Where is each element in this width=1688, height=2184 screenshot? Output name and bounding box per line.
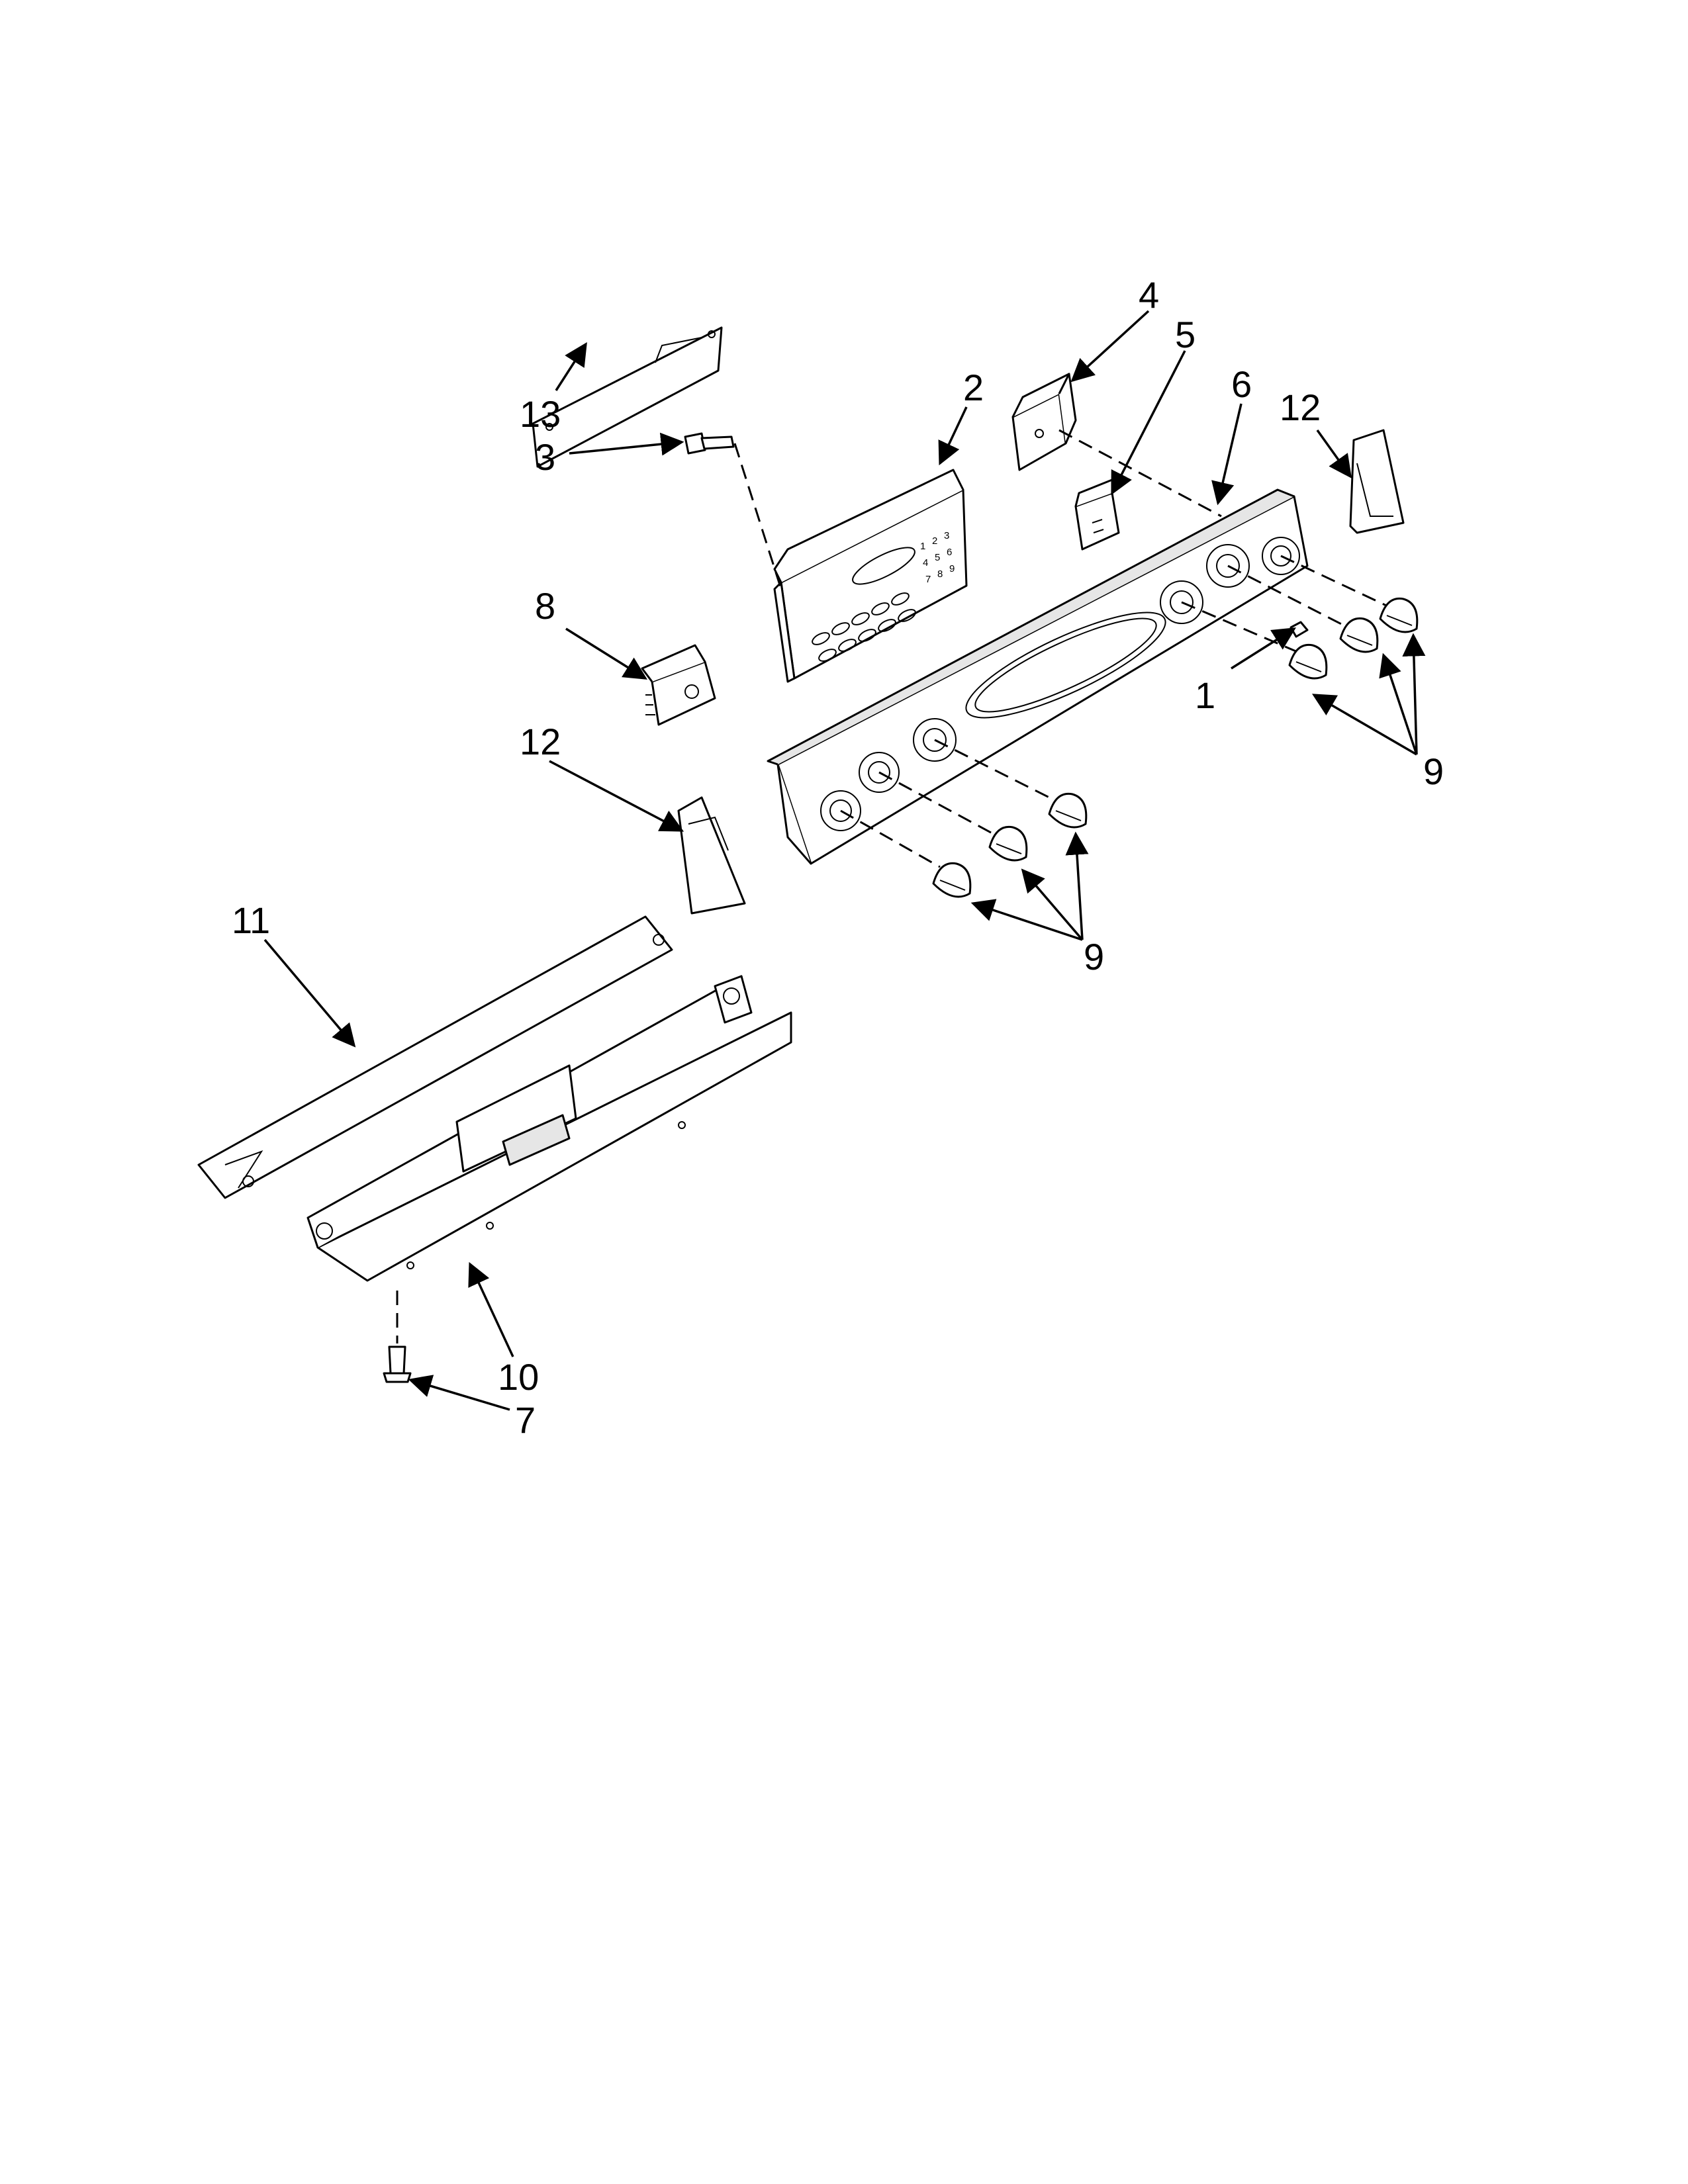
- callout-10: 10: [498, 1356, 539, 1398]
- knob: [1048, 792, 1088, 829]
- callout-6: 6: [1231, 363, 1252, 405]
- callout-8: 8: [535, 585, 555, 627]
- part-12-end-cap-right: [1349, 429, 1405, 534]
- digit: 7: [925, 574, 931, 585]
- part-12-end-cap-left: [677, 796, 746, 915]
- digit: 9: [949, 563, 955, 574]
- part-4-infinite-switch: [1011, 373, 1222, 518]
- callout-9-right: 9: [1423, 751, 1444, 792]
- part-3-screw: [684, 432, 782, 590]
- digit: 5: [935, 552, 940, 563]
- callout-3: 3: [535, 436, 555, 478]
- leader-lines: [263, 310, 1426, 1411]
- callout-5: 5: [1175, 314, 1196, 355]
- digit: 6: [947, 547, 952, 558]
- digit: 8: [937, 569, 943, 580]
- digit: 3: [944, 530, 949, 541]
- knob: [1288, 643, 1328, 680]
- digit: 4: [923, 557, 928, 569]
- part-8-relay: [641, 644, 716, 726]
- part-13-bracket: [532, 326, 723, 468]
- keypad-digits: 1 2 3 4 5 6 7 8 9: [920, 530, 955, 585]
- part-10-lower-bracket: [306, 975, 792, 1282]
- digit: 2: [932, 535, 937, 547]
- callout-12-left: 12: [520, 721, 561, 762]
- callout-11: 11: [232, 899, 270, 941]
- part-11-rail: [197, 915, 673, 1199]
- callout-2: 2: [963, 367, 984, 408]
- panel-dials: [820, 537, 1300, 831]
- part-7-screw: [383, 1291, 412, 1383]
- callout-7: 7: [515, 1399, 536, 1441]
- callout-labels: 13 3 8 2 4 5 6 12 12 1 9 9 11 10 7: [232, 274, 1444, 1441]
- knob: [932, 862, 972, 898]
- part-9-knobs: [932, 597, 1419, 898]
- keypad-buttons: [812, 592, 916, 662]
- part-2-control-board: 1 2 3 4 5 6 7 8 9: [773, 469, 968, 683]
- part-5-terminal-block: [1074, 478, 1120, 551]
- digit: 1: [920, 541, 925, 552]
- part-6-control-panel: [767, 488, 1394, 868]
- callout-4: 4: [1139, 274, 1159, 316]
- knob: [1379, 597, 1419, 633]
- callout-9-left: 9: [1084, 936, 1104, 978]
- callout-13: 13: [520, 393, 561, 435]
- callout-12-right: 12: [1280, 387, 1321, 428]
- knob: [988, 825, 1028, 862]
- callout-1: 1: [1195, 674, 1215, 716]
- knob: [1339, 617, 1379, 653]
